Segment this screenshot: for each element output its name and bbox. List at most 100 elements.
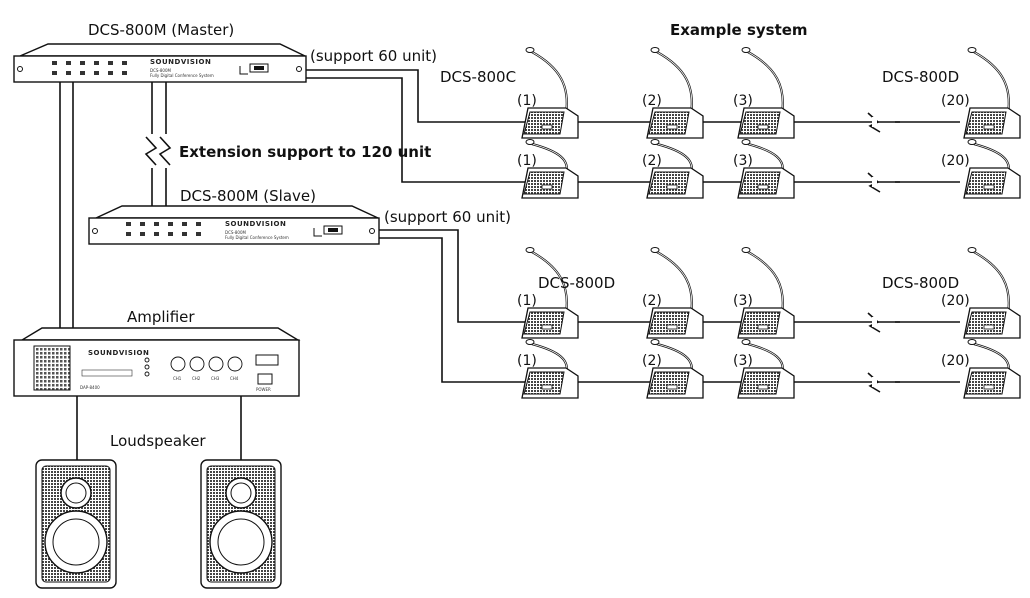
speaker-grille xyxy=(965,111,1007,135)
amp-ch2: CH2 xyxy=(192,376,201,381)
master-rack-unit: SOUNDVISION DCS-800M Fully Digital Confe… xyxy=(13,43,307,83)
microphone-gooseneck xyxy=(747,251,784,315)
microphone-head xyxy=(525,139,535,145)
amp-power-label: POWER xyxy=(256,387,271,392)
break-mask xyxy=(872,117,877,387)
conference-unit: (20) xyxy=(941,139,1021,199)
master-label: DCS-800M (Master) xyxy=(88,21,234,39)
wiring xyxy=(59,69,960,462)
microphone-head xyxy=(650,139,660,145)
amp-brand: SOUNDVISION xyxy=(88,349,149,357)
microphone-head xyxy=(741,139,751,145)
microphone-gooseneck xyxy=(973,251,1010,315)
talk-button xyxy=(666,324,678,330)
unit-index-label: (3) xyxy=(733,153,753,169)
speaker-grille xyxy=(739,371,781,395)
chain-a-first-model: DCS-800C xyxy=(440,68,516,86)
microphone-head xyxy=(525,247,535,253)
speaker-grille xyxy=(965,171,1007,195)
speaker-grille xyxy=(523,371,565,395)
microphone-gooseneck xyxy=(747,51,784,115)
microphone-head xyxy=(650,247,660,253)
conference-unit: (20) xyxy=(941,47,1021,139)
talk-button xyxy=(757,384,769,390)
conference-unit: (2) xyxy=(642,247,704,339)
microphone-head xyxy=(967,47,977,53)
unit-index-label: (1) xyxy=(517,293,537,309)
unit-row-4: (1)(2)(3)(20) xyxy=(517,339,1021,399)
microphone-head xyxy=(525,47,535,53)
conference-unit: (3) xyxy=(733,139,795,199)
master-support-label: (support 60 unit) xyxy=(310,47,437,65)
slave-subtitle: Fully Digital Conference System xyxy=(225,235,289,240)
extension-label: Extension support to 120 unit xyxy=(179,143,431,161)
speaker-grille xyxy=(739,111,781,135)
speaker-grille xyxy=(648,311,690,335)
microphone-gooseneck xyxy=(656,251,693,315)
amplifier-label: Amplifier xyxy=(127,308,195,326)
microphone-head xyxy=(650,339,660,345)
slave-label: DCS-800M (Slave) xyxy=(180,187,316,205)
conference-unit: (1) xyxy=(517,47,579,139)
microphone-head xyxy=(741,339,751,345)
unit-index-label: (20) xyxy=(941,293,970,309)
labels: Example system DCS-800M (Master) DCS-800… xyxy=(88,21,959,450)
amp-ch1: CH1 xyxy=(173,376,182,381)
microphone-head xyxy=(741,47,751,53)
speaker-grille xyxy=(523,111,565,135)
unit-index-label: (2) xyxy=(642,293,662,309)
speaker-grille xyxy=(965,311,1007,335)
conference-units: (1)(2)(3)(20)(1)(2)(3)(20)(1)(2)(3)(20)(… xyxy=(517,47,1021,399)
talk-button xyxy=(983,184,995,190)
speaker-grille xyxy=(739,171,781,195)
speaker-grille xyxy=(523,171,565,195)
speaker-grille xyxy=(648,111,690,135)
conference-unit: (3) xyxy=(733,47,795,139)
chain-b-last-model: DCS-800D xyxy=(882,274,959,292)
slave-rack-unit: SOUNDVISION DCS-800M Fully Digital Confe… xyxy=(88,205,380,245)
unit-index-label: (1) xyxy=(517,93,537,109)
loudspeaker-right xyxy=(200,459,282,589)
talk-button xyxy=(666,124,678,130)
amp-ch4: CH4 xyxy=(230,376,239,381)
diagram-title: Example system xyxy=(670,21,808,39)
unit-index-label: (20) xyxy=(941,93,970,109)
unit-row-2: (1) (2) (3) (20) xyxy=(517,139,1021,199)
conference-unit: (20) xyxy=(941,339,1021,399)
slave-support-label: (support 60 unit) xyxy=(384,208,511,226)
talk-button xyxy=(983,384,995,390)
microphone-head xyxy=(525,339,535,345)
talk-button xyxy=(666,384,678,390)
microphone-head xyxy=(650,47,660,53)
microphone-gooseneck xyxy=(973,51,1010,115)
microphone-head xyxy=(741,247,751,253)
talk-button xyxy=(757,184,769,190)
talk-button xyxy=(541,324,553,330)
microphone-gooseneck xyxy=(531,51,568,115)
unit-index-label: (3) xyxy=(733,353,753,369)
chain-a-last-model: DCS-800D xyxy=(882,68,959,86)
talk-button xyxy=(757,324,769,330)
slave-brand: SOUNDVISION xyxy=(225,220,286,228)
unit-index-label: (1) xyxy=(517,353,537,369)
conference-unit: (2) xyxy=(642,47,704,139)
unit-row-1: (1) (2) (3) (20) xyxy=(517,47,1021,139)
unit-index-label: (20) xyxy=(941,353,970,369)
unit-index-label: (1) xyxy=(517,153,537,169)
talk-button xyxy=(757,124,769,130)
amplifier-unit: SOUNDVISION DAP-8400 CH1 CH2 CH3 CH4 POW… xyxy=(13,327,301,397)
master-subtitle: Fully Digital Conference System xyxy=(150,73,214,78)
speaker-grille xyxy=(523,311,565,335)
microphone-gooseneck xyxy=(656,51,693,115)
speaker-grille xyxy=(648,371,690,395)
microphone-head xyxy=(967,139,977,145)
master-model-text: DCS-800M xyxy=(150,68,171,73)
conference-unit: (3) xyxy=(733,247,795,339)
talk-button xyxy=(983,324,995,330)
speaker-grille xyxy=(965,371,1007,395)
talk-button xyxy=(541,124,553,130)
conference-unit: (1) xyxy=(517,139,579,199)
conference-unit: (2) xyxy=(642,139,704,199)
